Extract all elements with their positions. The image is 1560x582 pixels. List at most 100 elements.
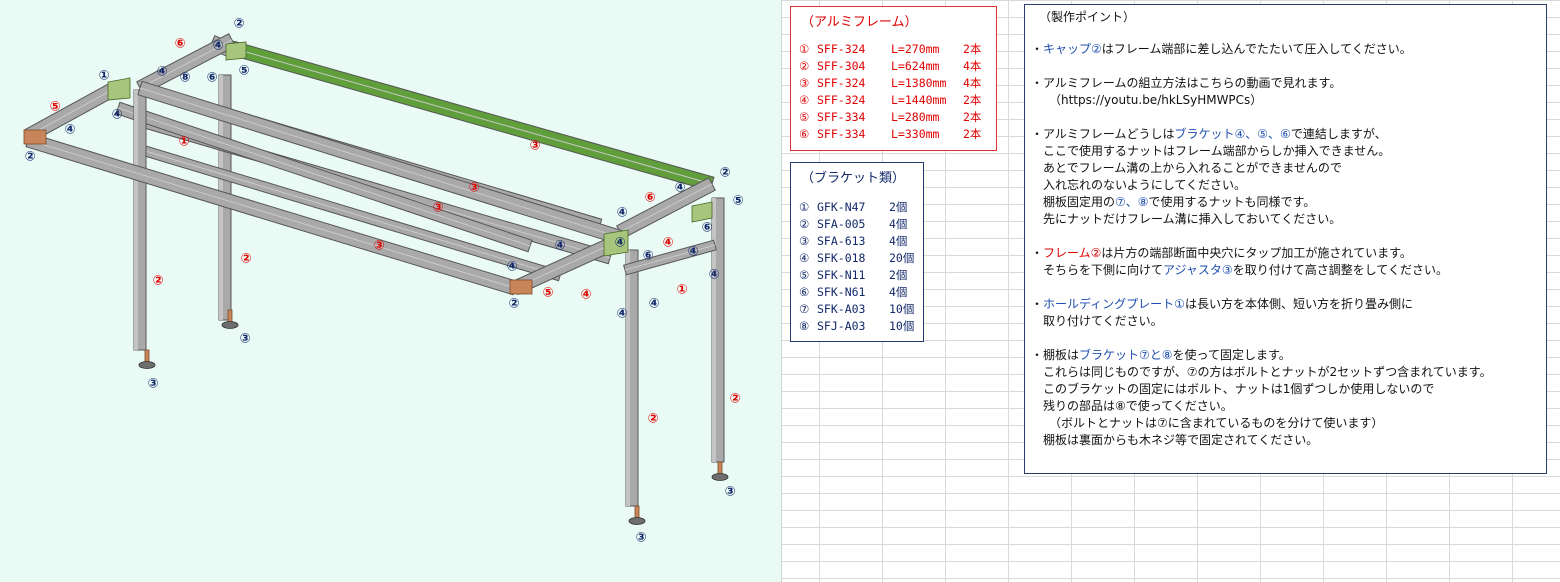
frame-rail-long-3-highlight [117,107,531,247]
frame-label-1: ① [178,135,189,150]
part-qty: 2本 [963,127,982,141]
part-qty: 2本 [963,42,982,56]
adjuster-front-right-foot [628,517,646,525]
notes-title: （製作ポイント） [1039,10,1136,24]
note-line: ・ホールディングプレート①は長い方を本体側、短い方を折り畳み側に [1031,296,1492,313]
part-code: SFF-324 [817,42,866,56]
adjuster-back-right-bolt [717,461,723,475]
frame-rail-top-right-highlight [619,183,713,233]
item-number: ⑥ [799,285,810,299]
bracket-label-4: ④ [614,236,625,251]
frame-label-2: ② [240,252,251,267]
frame-label-4: ④ [580,288,591,303]
adjuster-front-left-bolt [144,349,150,363]
bracket-label-4: ④ [616,206,627,221]
part-code: SFK-N11 [817,268,866,282]
part-qty: 10個 [889,302,915,316]
list-item: ⑥ SFK-N61 4個 [799,284,914,301]
adjuster-front-right-bolt [634,505,640,519]
bracket-label-2: ② [719,166,730,181]
bracket-list-title: （ブラケット類） [801,171,906,186]
bracket-label-4: ④ [554,239,565,254]
note-text: ・アルミフレームどうしは [1031,127,1175,141]
part-qty: 20個 [889,251,915,265]
item-number: ⑤ [799,268,810,282]
note-text: を取り付けて高さ調整をしてください。 [1232,263,1448,277]
frame-rail-top-left-highlight [139,39,233,89]
bracket-label-2: ② [508,297,519,312]
note-line: 棚板固定用の⑦、⑧で使用するナットも同様です。 [1031,194,1492,211]
part-qty: 2個 [889,268,908,282]
part-length: L=330mm [891,127,940,141]
bracket-label-4: ④ [648,297,659,312]
frame-label-3: ③ [529,139,540,154]
part-code: SFK-018 [817,251,866,265]
frame-rail-lower-right-highlight [624,244,716,271]
part-code: SFF-334 [817,127,866,141]
video-url-text: （https://youtu.be/hkLSyHMWPCs） [1049,93,1263,107]
note-highlight: ブラケット⑦と⑧ [1079,348,1173,362]
note-line: ・アルミフレームどうしはブラケット④、⑤、⑥で連結しますが、 [1031,126,1492,143]
part-qty: 4個 [889,234,908,248]
part-code: SFK-N61 [817,285,866,299]
item-number: ① [799,200,810,214]
note-line: ・キャップ②はフレーム端部に差し込んでたたいて圧入してください。 [1031,41,1492,58]
bracket-label-2: ② [24,150,35,165]
item-number: ② [799,217,810,231]
note-text: はフレーム端部に差し込んでたたいて圧入してください。 [1101,42,1412,56]
note-text: ・ [1031,297,1044,311]
adjuster-back-left-bolt [227,309,233,323]
item-number: ① [799,42,810,56]
bracket-label-3: ③ [635,531,646,546]
note-line: ・アルミフレームの組立方法はこちらの動画で見れます。 [1031,76,1342,90]
item-number: ⑧ [799,319,810,333]
bracket-label-4: ④ [64,123,75,138]
frame-rail-front-highlight [139,87,623,239]
frame-label-3: ③ [432,201,443,216]
note-text: 棚板固定用の [1043,195,1116,209]
part-qty: 4個 [889,285,908,299]
notes-body: ・キャップ②はフレーム端部に差し込んでたたいて圧入してください。 ・アルミフレー… [1031,41,1492,449]
part-code: SFF-334 [817,110,866,124]
note-highlight: フレーム② [1043,246,1102,260]
bracket-label-6: ⑥ [206,71,217,86]
note-text: で連結しますが、 [1290,127,1387,141]
frame-label-2: ② [729,392,740,407]
holding-plate-back [225,41,247,61]
note-line: 入れ忘れのないようにしてください。 [1043,178,1247,192]
bracket-label-4: ④ [708,268,719,283]
note-line: 棚板は裏面からも木ネジ等で固定されてください。 [1043,433,1319,447]
note-highlight: アジャスタ③ [1163,263,1233,277]
note-text: ・棚板は [1031,348,1080,362]
bracket-label-4: ④ [111,108,122,123]
note-text: を使って固定します。 [1172,348,1291,362]
part-code: SFF-324 [817,76,866,90]
part-code: SFF-304 [817,59,866,73]
part-qty: 4本 [963,76,982,90]
part-qty: 4本 [963,59,982,73]
part-length: L=1440mm [891,93,947,107]
list-item: ② SFF-304 L=624mm 4本 [799,58,991,75]
note-line: 残りの部品は⑧で使ってください。 [1043,399,1233,413]
part-length: L=624mm [891,59,940,73]
bracket-label-6: ⑥ [701,221,712,236]
item-number: ② [799,59,810,73]
adjuster-back-left-foot [221,321,239,329]
note-highlight: ホールディングプレート① [1043,297,1185,311]
frame-rail-green-highlight [231,47,713,185]
note-line: あとでフレーム溝の上から入れることができませんので [1043,161,1342,175]
note-highlight: ブラケット④、⑤、⑥ [1174,127,1291,141]
note-line: 取り付けてください。 [1043,314,1163,328]
frame-label-3: ③ [373,239,384,254]
part-length: L=280mm [891,110,940,124]
frame-label-4: ④ [662,236,673,251]
